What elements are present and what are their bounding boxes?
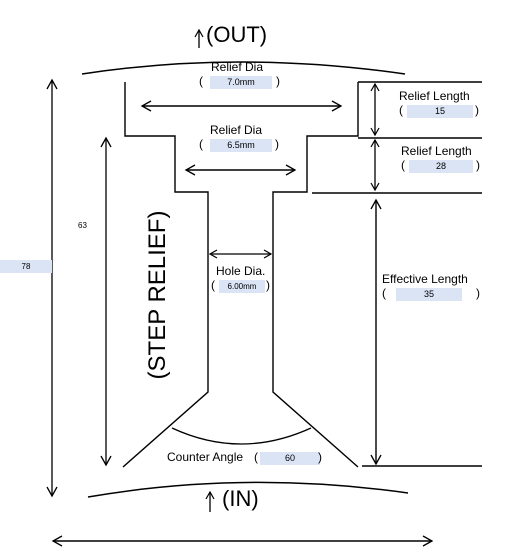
hole-dia-paren-close: )	[266, 278, 270, 292]
counter-angle-label: Counter Angle	[167, 450, 244, 464]
nozzle-profile-left	[122, 82, 209, 468]
hole-dia-label: Hole Dia.	[216, 264, 266, 278]
relief-dia-top-field[interactable]: 7.0mm	[210, 76, 272, 89]
nozzle-profile-right	[272, 82, 359, 468]
relief-length-2-label: Relief Length	[401, 144, 472, 158]
relief-length-2-paren-close: )	[476, 158, 480, 172]
hole-dia-field[interactable]: 6.00mm	[219, 280, 265, 293]
hole-dia-paren-open: (	[211, 278, 215, 292]
out-label: (OUT)	[206, 22, 268, 47]
relief-length-1-paren-open: (	[399, 103, 403, 117]
relief-dia-mid-field[interactable]: 6.5mm	[210, 139, 272, 152]
relief-dia-mid-paren-close: )	[275, 137, 279, 151]
effective-length-field[interactable]: 35	[396, 288, 462, 301]
dim-63-label: 63	[78, 221, 87, 230]
relief-dia-mid-label: Relief Dia	[210, 123, 263, 137]
bottom-arc	[87, 481, 409, 498]
step-relief-label: (STEP RELIEF)	[144, 210, 171, 380]
relief-length-2-field[interactable]: 28	[409, 160, 473, 173]
dim-78-field[interactable]: 78	[0, 260, 52, 273]
top-arc	[81, 61, 406, 75]
relief-length-1-field[interactable]: 15	[407, 105, 473, 118]
relief-dia-mid-paren-open: (	[199, 137, 203, 151]
relief-dia-top-paren-open: (	[199, 74, 203, 88]
effective-length-paren-close: )	[476, 286, 480, 300]
counter-angle-paren-open: (	[254, 450, 258, 464]
effective-length-paren-open: (	[382, 286, 386, 300]
relief-length-1-label: Relief Length	[399, 89, 470, 103]
counter-angle-field[interactable]: 60	[260, 452, 320, 465]
relief-dia-top-paren-close: )	[276, 74, 280, 88]
effective-length-label: Effective Length	[382, 272, 468, 286]
counter-angle-paren-close: )	[318, 450, 322, 464]
relief-length-2-paren-open: (	[401, 158, 405, 172]
in-label: (IN)	[222, 486, 259, 511]
relief-dia-top-label: Relief Dia	[211, 60, 264, 74]
relief-length-1-paren-close: )	[475, 103, 479, 117]
counter-angle-arc	[171, 427, 312, 445]
